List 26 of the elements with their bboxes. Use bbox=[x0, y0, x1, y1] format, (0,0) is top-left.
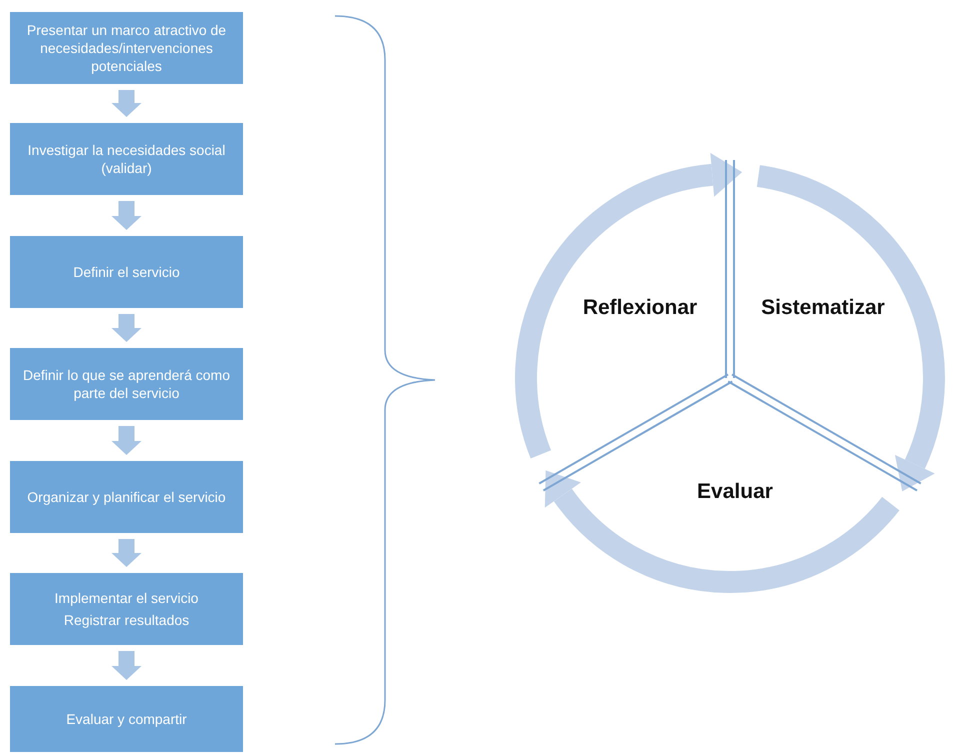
arrow bbox=[544, 472, 899, 593]
sector-label: Reflexionar bbox=[582, 296, 698, 320]
step-text: Investigar la necesidades social (validar) bbox=[26, 141, 226, 177]
sector-label: Sistematizar bbox=[761, 296, 885, 320]
step-text: Definir el servicio bbox=[73, 263, 180, 281]
arrow bbox=[112, 314, 142, 342]
step-text: Definir lo que se aprenderá como parte del servicio bbox=[22, 366, 231, 402]
step-text: Presentar un marco atractivo de necesidades/intervenciones potenciales bbox=[26, 21, 228, 75]
arrow bbox=[112, 201, 142, 230]
arrow bbox=[112, 426, 142, 455]
process-box bbox=[10, 123, 243, 195]
arrow bbox=[515, 153, 742, 458]
sector-label: Evaluar bbox=[697, 480, 773, 504]
step-text: Implementar el servicio bbox=[54, 589, 198, 607]
process-box bbox=[10, 348, 243, 420]
arrow bbox=[112, 651, 142, 680]
arrow bbox=[112, 539, 142, 567]
process-box bbox=[10, 461, 243, 533]
step-text: Evaluar y compartir bbox=[66, 710, 187, 728]
process-box bbox=[10, 573, 243, 645]
step-text: Registrar resultados bbox=[64, 611, 190, 629]
process-box bbox=[10, 686, 243, 752]
process-box bbox=[10, 12, 243, 84]
process-box bbox=[10, 236, 243, 308]
step-text: Organizar y planificar el servicio bbox=[27, 488, 226, 506]
arrow bbox=[112, 90, 142, 117]
